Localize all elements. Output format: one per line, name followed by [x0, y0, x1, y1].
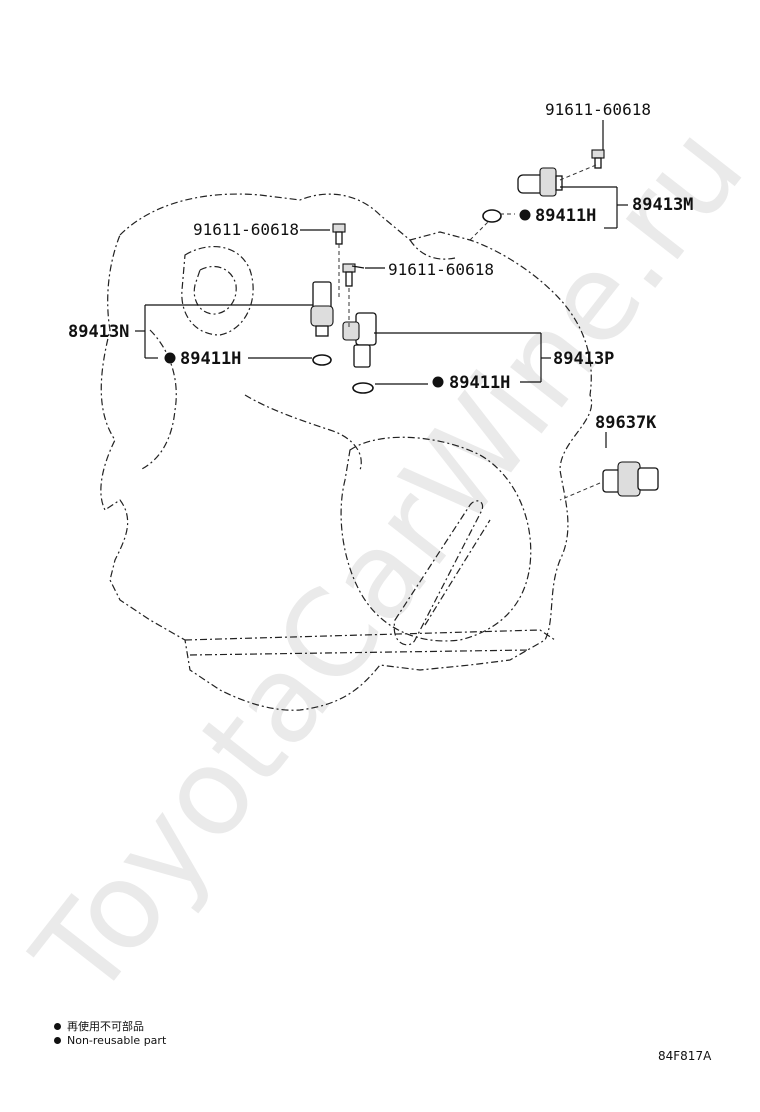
leader-lines	[135, 120, 628, 501]
label-oring-p: 89411H	[449, 373, 510, 393]
label-sensor-n: 89413N	[68, 322, 129, 342]
speed-sensor-n	[310, 281, 334, 366]
non-reusable-dot-m	[519, 209, 531, 221]
label-sensor-p: 89413P	[553, 349, 614, 369]
watermark-text: ToyotaCarWine.ru	[8, 101, 760, 1023]
legend-jp: 再使用不可部品	[54, 1018, 144, 1034]
label-sensor-m: 89413M	[632, 195, 693, 215]
pressure-switch-k	[602, 461, 659, 497]
bolt-left	[332, 223, 346, 245]
legend-en-text: Non-reusable part	[67, 1034, 167, 1047]
legend-dot-icon	[54, 1037, 61, 1044]
speed-sensor-m	[482, 167, 563, 223]
bolt-top	[591, 149, 605, 169]
transmission-case-outline	[100, 193, 593, 711]
label-bolt-top: 91611-60618	[545, 100, 651, 119]
label-bolt-left: 91611-60618	[193, 220, 299, 239]
label-oring-n: 89411H	[180, 349, 241, 369]
non-reusable-dot-p	[432, 376, 444, 388]
bolt-mid	[342, 263, 356, 287]
legend-jp-text: 再使用不可部品	[67, 1020, 144, 1033]
label-oring-m: 89411H	[535, 206, 596, 226]
speed-sensor-p	[342, 312, 377, 394]
legend-dot-icon	[54, 1022, 61, 1030]
label-switch-k: 89637K	[595, 413, 657, 433]
non-reusable-dot-n	[164, 352, 176, 364]
label-bolt-mid: 91611-60618	[388, 260, 494, 279]
diagram-code: 84F817A	[658, 1049, 712, 1063]
legend-en: Non-reusable part	[54, 1034, 166, 1047]
